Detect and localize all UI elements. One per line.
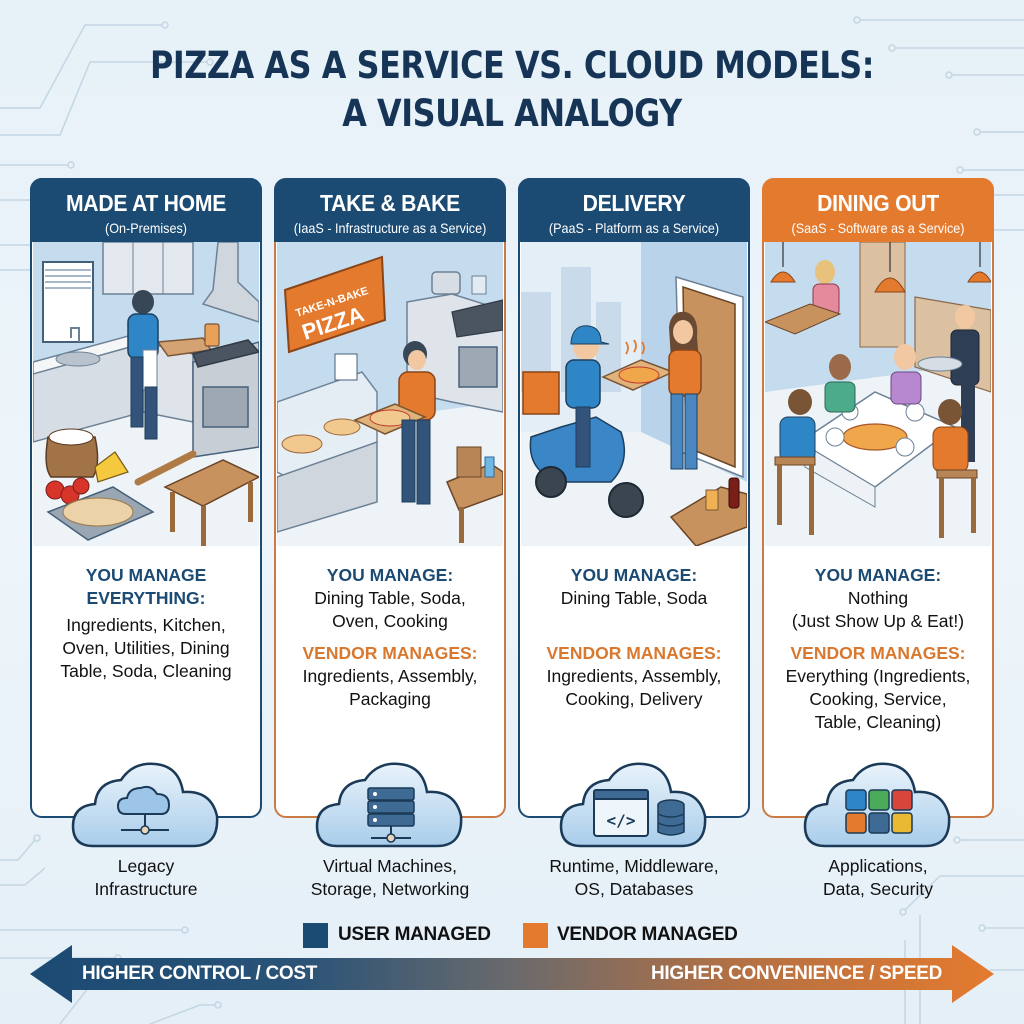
svg-text:</>: </>	[607, 811, 636, 830]
caption-line: Infrastructure	[94, 879, 198, 899]
you-manage-label: YOU MANAGE:	[814, 565, 942, 585]
column-header: MADE AT HOME (On-Premises)	[30, 178, 262, 242]
you-manage-text: Table, Soda, Cleaning	[60, 661, 232, 681]
vendor-manages-text: Ingredients, Assembly,	[546, 666, 722, 686]
you-manage-text: (Just Show Up & Eat!)	[791, 611, 965, 631]
you-manage-text: Dining Table, Soda	[560, 588, 708, 608]
home-kitchen-illustration	[33, 242, 259, 546]
vendor-managed-swatch	[523, 923, 548, 948]
responsibility-section: YOU MANAGE: Dining Table, Soda, Oven, Co…	[280, 564, 500, 711]
cloud-caption: Legacy Infrastructure	[30, 855, 262, 901]
you-manage-label: YOU MANAGE:	[326, 565, 454, 585]
delivery-scene-icon	[521, 242, 747, 546]
legend-user-managed: USER MANAGED	[338, 924, 491, 945]
caption-line: Data, Security	[823, 879, 933, 899]
you-manage-text: Oven, Utilities, Dining	[62, 638, 230, 658]
page-title: PIZZA AS A SERVICE VS. CLOUD MODELS: A V…	[72, 42, 953, 138]
responsibility-section: YOU MANAGE EVERYTHING: Ingredients, Kitc…	[36, 564, 256, 683]
column-header: TAKE & BAKE (IaaS - Infrastructure as a …	[274, 178, 506, 242]
responsibility-section: YOU MANAGE: Nothing (Just Show Up & Eat!…	[768, 564, 988, 734]
you-manage-label: YOU MANAGE:	[570, 565, 698, 585]
legend: USER MANAGED VENDOR MANAGED	[0, 922, 1024, 950]
vendor-manages-text: Everything (Ingredients,	[785, 666, 971, 686]
column-iaas: TAKE & BAKE (IaaS - Infrastructure as a …	[274, 178, 506, 818]
column-subtitle: (IaaS - Infrastructure as a Service)	[293, 220, 487, 236]
user-managed-swatch	[303, 923, 328, 948]
column-title: TAKE & BAKE	[319, 190, 460, 216]
arrow-right-label: HIGHER CONVENIENCE / SPEED	[651, 963, 942, 984]
caption-line: Virtual Machines,	[323, 856, 457, 876]
column-header: DINING OUT (SaaS - Software as a Service…	[762, 178, 994, 242]
vendor-manages-text: Cooking, Delivery	[565, 689, 703, 709]
vendor-manages-label: VENDOR MANAGES:	[546, 643, 722, 663]
responsibility-section: YOU MANAGE: Dining Table, Soda VENDOR MA…	[524, 564, 744, 711]
legend-vendor-managed: VENDOR MANAGED	[557, 924, 738, 945]
column-on-premises: MADE AT HOME (On-Premises)	[30, 178, 262, 818]
column-subtitle: (On-Premises)	[105, 220, 187, 236]
vendor-manages-label: VENDOR MANAGES:	[790, 643, 966, 663]
column-subtitle: (PaaS - Platform as a Service)	[548, 220, 720, 236]
column-title: DINING OUT	[817, 190, 939, 216]
column-saas: DINING OUT (SaaS - Software as a Service…	[762, 178, 994, 818]
title-line-2: A VISUAL ANALOGY	[342, 92, 682, 135]
title-line-1: PIZZA AS A SERVICE VS. CLOUD MODELS:	[149, 44, 875, 87]
you-manage-text: Ingredients, Kitchen,	[66, 615, 226, 635]
caption-line: Legacy	[117, 856, 175, 876]
restaurant-scene-icon	[765, 242, 991, 546]
caption-line: Storage, Networking	[310, 879, 470, 899]
caption-line: OS, Databases	[574, 879, 694, 899]
vendor-manages-text: Ingredients, Assembly,	[302, 666, 478, 686]
caption-line: Applications,	[828, 856, 928, 876]
cloud-caption: Virtual Machines, Storage, Networking	[274, 855, 506, 901]
vendor-manages-text: Cooking, Service,	[809, 689, 947, 709]
arrow-left-label: HIGHER CONTROL / COST	[82, 963, 318, 984]
take-bake-store-scene-icon: TAKE-N-BAKE PIZZA	[277, 242, 503, 546]
take-and-bake-illustration: TAKE-N-BAKE PIZZA	[277, 242, 503, 546]
restaurant-illustration	[765, 242, 991, 546]
vendor-manages-text: Packaging	[349, 689, 431, 709]
column-subtitle: (SaaS - Software as a Service)	[791, 220, 965, 236]
you-manage-text: Oven, Cooking	[332, 611, 448, 631]
cloud-caption: Applications, Data, Security	[762, 855, 994, 901]
you-manage-label: YOU MANAGE	[85, 565, 207, 585]
column-paas: DELIVERY (PaaS - Platform as a Service)	[518, 178, 750, 818]
app-grid-icon	[803, 760, 953, 848]
cloud-network-icon	[71, 760, 221, 848]
kitchen-scene-icon	[33, 242, 259, 546]
server-rack-icon	[315, 760, 465, 848]
cloud-caption: Runtime, Middleware, OS, Databases	[518, 855, 750, 901]
vendor-manages-label: VENDOR MANAGES:	[302, 643, 478, 663]
code-database-icon: </>	[559, 760, 709, 848]
column-header: DELIVERY (PaaS - Platform as a Service)	[518, 178, 750, 242]
you-manage-label-cont: EVERYTHING:	[86, 588, 206, 608]
you-manage-text: Dining Table, Soda,	[314, 588, 466, 608]
you-manage-text: Nothing	[847, 588, 909, 608]
vendor-manages-text: Table, Cleaning)	[814, 712, 942, 732]
column-title: MADE AT HOME	[65, 190, 227, 216]
caption-line: Runtime, Middleware,	[549, 856, 719, 876]
column-title: DELIVERY	[582, 190, 686, 216]
delivery-illustration	[521, 242, 747, 546]
control-convenience-spectrum-arrow	[30, 944, 994, 1004]
